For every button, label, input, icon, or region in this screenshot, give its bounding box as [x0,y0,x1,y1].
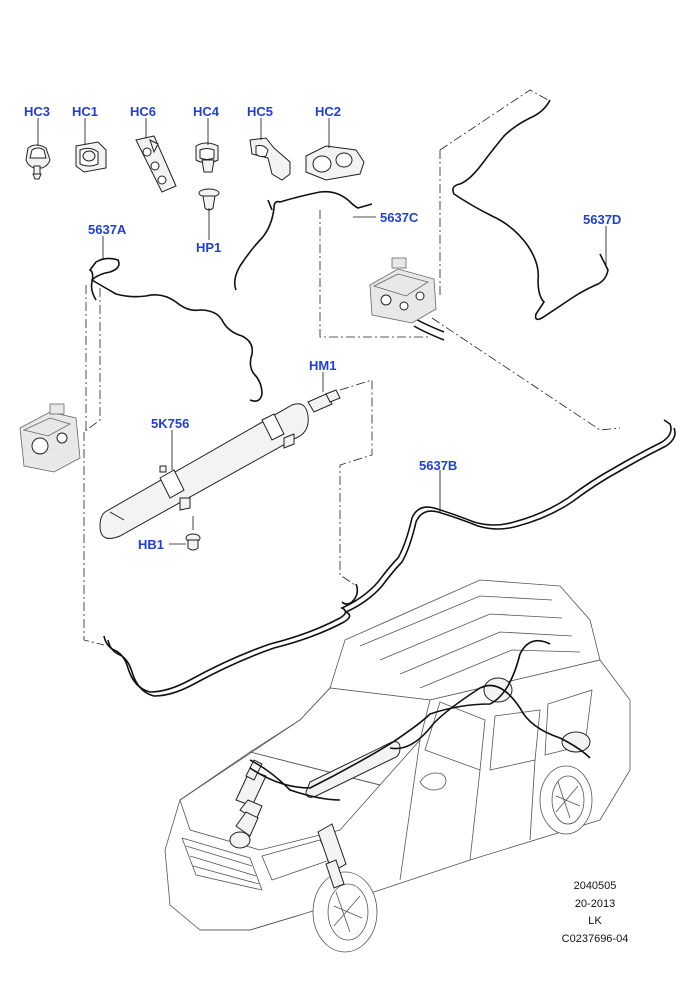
label-5k756: 5K756 [151,416,190,431]
vehicle-air-system [229,639,591,889]
reference-code: LK [588,915,602,927]
reference-illustration-id: C0237696-04 [561,933,629,945]
leader-lines [37,118,607,545]
label-hb1: HB1 [138,537,165,552]
compressor-part [19,403,81,473]
reference-date: 20-2013 [574,898,616,910]
clip-hc1-part [75,141,107,173]
plug-hp1-part [198,188,220,211]
label-hc5: HC5 [247,104,274,119]
fitting-hm1-part [307,389,341,413]
label-5637b: 5637B [419,458,458,473]
vehicle-illustration [164,579,631,953]
clip-hc4-part [195,142,219,173]
label-hp1: HP1 [196,240,222,255]
label-5637c: 5637C [380,210,419,225]
pipes [88,99,676,697]
reference-number: 2040505 [573,880,617,892]
bolt-hb1-part [185,516,201,551]
label-hc6: HC6 [130,104,157,119]
clip-hc3-part [25,144,51,180]
reservoir-5k756-part [99,403,309,539]
label-hm1: HM1 [309,358,337,373]
label-hc2: HC2 [315,104,342,119]
label-hc3: HC3 [24,104,51,119]
assembly-lines [83,89,621,646]
clip-hc5-part [249,137,291,181]
label-5637d: 5637D [583,212,622,227]
label-hc1: HC1 [72,104,99,119]
label-hc4: HC4 [193,104,220,119]
clip-hc2-part [305,145,365,181]
label-5637a: 5637A [88,222,127,237]
valve-block-part [369,257,437,324]
clip-hc6-part [135,135,177,193]
